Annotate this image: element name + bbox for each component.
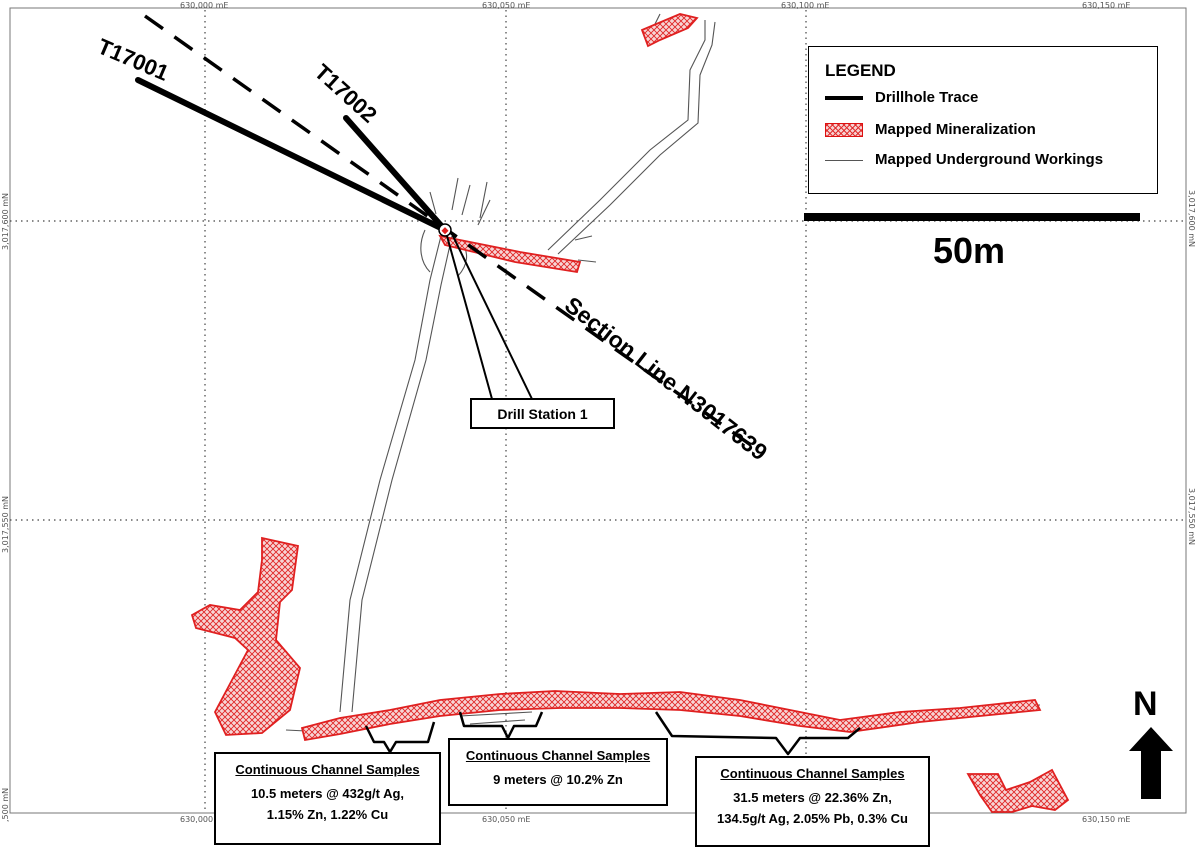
callout-line: 134.5g/t Ag, 2.05% Pb, 0.3% Cu — [717, 811, 908, 826]
callout-heading: Continuous Channel Samples — [720, 766, 905, 781]
mineralization-station — [438, 234, 582, 274]
drillhole-t17001-trace — [135, 77, 448, 233]
left-y-label: 3,017,600 mN — [1, 193, 10, 250]
drillhole-t17001-label: T17001 — [94, 34, 172, 86]
top-x-label: 630,000 mE — [180, 1, 228, 10]
mineralization-channel — [300, 690, 1042, 742]
channel-sample-callout-2: Continuous Channel Samples 9 meters @ 10… — [448, 738, 668, 806]
callout-line: 1.15% Zn, 1.22% Cu — [266, 807, 389, 822]
north-arrow-label: N — [1133, 685, 1158, 723]
channel-sample-callout-1: Continuous Channel Samples 10.5 meters @… — [214, 752, 441, 845]
left-y-label: 3,017,550 mN — [1, 496, 10, 553]
bottom-x-label: 630,150 mE — [1082, 815, 1130, 824]
drill-station-label: Drill Station 1 — [470, 398, 615, 429]
mineralization-west-blob — [190, 536, 301, 736]
workings-symbol — [825, 153, 863, 167]
legend-item-label: Mapped Mineralization — [875, 121, 1036, 138]
section-line-label: Section Line N3017639 — [560, 291, 772, 465]
mineralization-symbol — [825, 122, 863, 137]
callout-heading: Continuous Channel Samples — [465, 748, 651, 763]
top-x-label: 630,100 mE — [781, 1, 829, 10]
drillhole-t17002-trace — [343, 115, 448, 233]
legend-title: LEGEND — [825, 61, 896, 80]
mineralization-top — [640, 13, 699, 48]
callout-heading: Continuous Channel Samples — [235, 762, 420, 777]
map-frame — [9, 7, 1187, 814]
legend: LEGEND Drillhole Trace Mapped Mineraliza… — [808, 46, 1158, 194]
legend-item-workings: Mapped Underground Workings — [825, 151, 1103, 168]
callout-line: 10.5 meters @ 432g/t Ag, — [250, 786, 405, 801]
left-y-label: ,500 mN — [1, 788, 10, 822]
legend-item-label: Mapped Underground Workings — [875, 151, 1104, 168]
legend-item-drillhole-trace: Drillhole Trace — [825, 89, 978, 106]
north-arrow: N — [1123, 685, 1179, 803]
legend-item-label: Drillhole Trace — [875, 89, 979, 106]
mineralization-southeast — [966, 768, 1070, 813]
bottom-x-label: 630,050 mE — [482, 815, 530, 824]
north-arrow-icon — [1129, 727, 1173, 799]
right-y-label: 3,017,550 mN — [1187, 488, 1196, 545]
drillhole-trace-symbol — [825, 91, 863, 105]
top-x-label: 630,050 mE — [482, 1, 530, 10]
mapped-mineralization — [190, 13, 1070, 813]
callout-line: 31.5 meters @ 22.36% Zn, — [733, 790, 892, 805]
bottom-x-label: 630,000 — [180, 815, 213, 824]
scale-bar — [804, 213, 1140, 221]
top-x-label: 630,150 mE — [1082, 1, 1130, 10]
grid-labels: 630,000 mE 630,050 mE 630,100 mE 630,150… — [1, 1, 1196, 824]
callout-line: 9 meters @ 10.2% Zn — [493, 772, 623, 787]
scale-bar-label: 50m — [933, 230, 1006, 271]
channel-sample-callout-3: Continuous Channel Samples 31.5 meters @… — [695, 756, 930, 847]
legend-item-mineralization: Mapped Mineralization — [825, 121, 1036, 138]
drill-station-leaders — [446, 233, 533, 400]
right-y-label: 3,017,600 mN — [1187, 190, 1196, 247]
